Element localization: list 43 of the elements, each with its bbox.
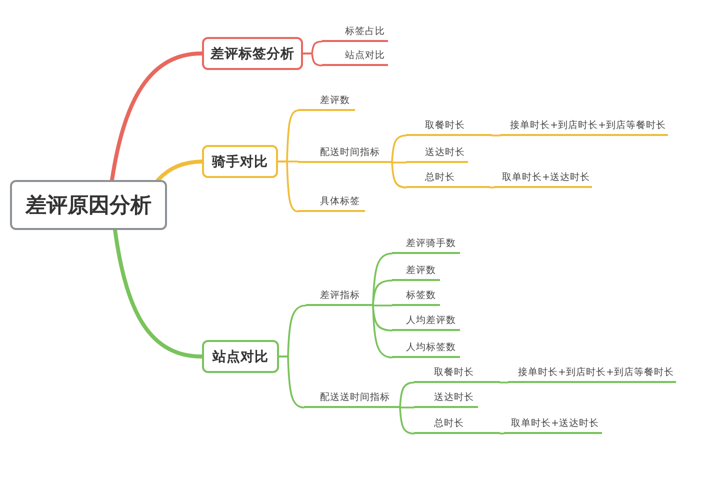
topic-label: 标签数: [392, 288, 440, 306]
topic-label: 取餐时长: [406, 118, 492, 136]
central-topic-box: 差评原因分析: [10, 180, 167, 230]
branch-line: [491, 134, 501, 136]
branch-line: [399, 406, 415, 434]
branch-line: [110, 52, 204, 182]
topic-label: 人均标签数: [392, 340, 460, 358]
branch-line: [499, 382, 509, 384]
branch-line: [372, 280, 393, 306]
topic-box: 站点对比: [202, 340, 279, 373]
topic-label: 送达时长: [414, 390, 478, 408]
topic-label: 人均差评数: [392, 313, 460, 331]
topic-label: 站点对比: [322, 48, 388, 66]
branch-line: [489, 186, 495, 188]
topic-label: 差评数: [298, 93, 355, 111]
branch-line: [499, 432, 505, 434]
branch-line: [113, 228, 204, 358]
topic-label: 差评指标: [306, 288, 373, 306]
topic-label: 配送时间指标: [298, 145, 392, 163]
topic-label: 配送送时间指标: [304, 390, 400, 408]
branch-line: [302, 52, 323, 66]
branch-line: [372, 304, 393, 306]
topic-label: 接单时长+到店时长+到店等餐时长: [500, 118, 668, 136]
topic-label: 送达时长: [406, 145, 468, 163]
branch-line: [399, 406, 415, 408]
topic-label: 取餐时长: [414, 365, 500, 383]
topic-label: 取单时长+送达时长: [494, 170, 592, 188]
topic-label: 总时长: [414, 416, 500, 434]
topic-label: 具体标签: [298, 194, 365, 212]
branch-line: [372, 304, 393, 358]
topic-label: 接单时长+到店时长+到店等餐时长: [508, 365, 676, 383]
topic-label: 总时长: [406, 170, 490, 188]
topic-box: 骑手对比: [202, 145, 278, 178]
branch-line: [391, 162, 407, 164]
topic-label: 取单时长+送达时长: [504, 416, 602, 434]
branch-line: [391, 162, 407, 188]
branch-line: [277, 160, 299, 212]
branch-line: [278, 356, 305, 408]
topic-label: 标签占比: [322, 24, 388, 42]
branch-line: [156, 160, 204, 182]
topic-box: 差评标签分析: [202, 37, 303, 70]
topic-label: 差评骑手数: [392, 236, 460, 254]
topic-label: 差评数: [392, 263, 440, 281]
